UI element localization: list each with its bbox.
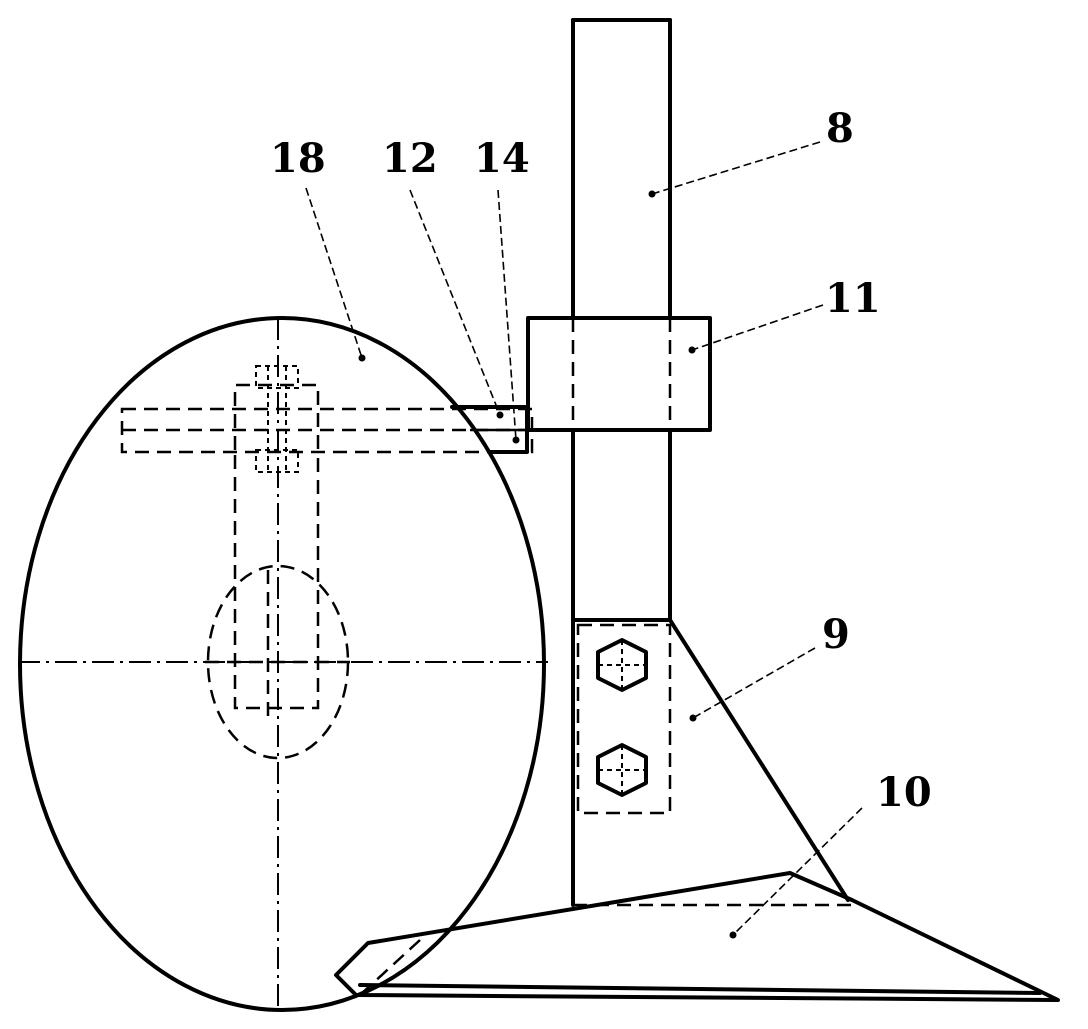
label-10: 10	[876, 769, 932, 816]
label-9: 9	[822, 611, 850, 658]
label-11: 11	[825, 275, 881, 322]
vertical-post	[571, 18, 672, 907]
leader-lines	[305, 141, 863, 939]
bolt-upper	[596, 638, 648, 692]
disc-outline	[18, 316, 546, 1012]
bolt-lower	[596, 743, 648, 797]
hidden-bracket	[205, 383, 350, 720]
label-8: 8	[826, 105, 854, 152]
lower-plate	[576, 618, 850, 902]
clamp-block	[526, 316, 712, 432]
label-12: 12	[382, 135, 438, 182]
label-18: 18	[270, 135, 326, 182]
label-14: 14	[474, 135, 530, 182]
share-blade	[334, 871, 1060, 1002]
hidden-top-bolt	[255, 365, 299, 473]
